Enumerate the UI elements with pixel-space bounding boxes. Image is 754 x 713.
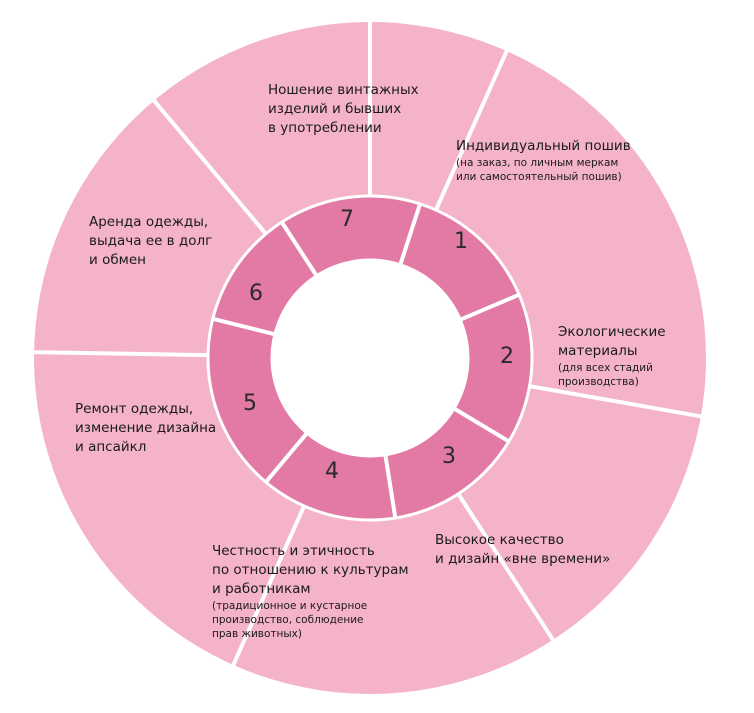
- segment-title-line: Индивидуальный пошив: [456, 138, 631, 154]
- segment-title-line: и апсайкл: [75, 439, 146, 455]
- outer-separator: [434, 46, 511, 211]
- segment-label-3: Высокое качество и дизайн «вне времени»: [435, 532, 610, 567]
- segment-title-line: по отношению к культурам: [212, 562, 409, 578]
- inner-separator: [383, 454, 398, 519]
- outer-separator: [529, 384, 706, 420]
- segment-note-line: прав животных): [212, 628, 302, 640]
- segment-number: 5: [243, 391, 257, 416]
- segment-number: 2: [500, 344, 514, 369]
- inner-separator: [398, 203, 422, 266]
- outer-separator: [229, 505, 306, 670]
- segment-number: 1: [454, 229, 468, 254]
- segment-title-line: изделий и бывших: [268, 101, 401, 117]
- segment-title-line: Высокое качество: [435, 532, 564, 548]
- segment-label-1: Индивидуальный пошив (на заказ, по личным…: [456, 138, 631, 183]
- segment-title-line: Аренда одежды,: [89, 214, 208, 230]
- segment-numbers: 1 2 3 4 5 6 7: [243, 207, 514, 484]
- outer-separator: [30, 350, 209, 358]
- inner-separator: [452, 406, 510, 444]
- inner-separator: [264, 431, 309, 484]
- segment-title-line: Ремонт одежды,: [75, 401, 193, 417]
- outer-separators: [30, 18, 706, 670]
- outer-separator: [149, 96, 268, 236]
- segment-label-6: Аренда одежды, выдача ее в долг и обмен: [89, 214, 212, 268]
- segment-title-line: материалы: [558, 343, 638, 359]
- segment-note-line: (традиционное и кустарное: [212, 600, 367, 612]
- segment-note-line: (для всех стадий: [558, 362, 653, 374]
- segment-note-line: производство, соблюдение: [212, 614, 364, 626]
- inner-separators: [212, 203, 520, 519]
- segment-number: 6: [249, 281, 263, 306]
- segment-title-line: Ношение винтажных: [268, 82, 419, 98]
- segment-label-4: Честность и этичность по отношению к куль…: [212, 543, 409, 640]
- segment-title-line: и дизайн «вне времени»: [435, 551, 610, 567]
- inner-separator: [212, 316, 276, 337]
- segment-title-line: изменение дизайна: [75, 420, 216, 436]
- segment-note-line: (на заказ, по личным меркам: [456, 157, 618, 169]
- inner-separator: [280, 221, 319, 277]
- segment-number: 3: [442, 444, 456, 469]
- segment-note-line: производства): [558, 376, 639, 388]
- segment-title-line: выдача ее в долг: [89, 233, 212, 249]
- center-hole: [270, 258, 470, 458]
- segment-title-line: Экологические: [558, 324, 666, 340]
- segment-title-line: и обмен: [89, 252, 146, 268]
- segment-label-5: Ремонт одежды, изменение дизайна и апсайкл: [75, 401, 216, 455]
- segment-label-2: Экологические материалы (для всех стадий пр…: [558, 324, 666, 388]
- segment-note-line: или самостоятельный пошив): [456, 171, 622, 183]
- segment-title-line: и работникам: [212, 581, 311, 597]
- segment-labels: Индивидуальный пошив (на заказ, по личным…: [75, 82, 666, 640]
- segment-number: 4: [325, 459, 339, 484]
- segment-number: 7: [340, 207, 354, 232]
- segment-label-7: Ношение винтажных изделий и бывших в употр…: [268, 82, 419, 136]
- segment-title-line: Честность и этичность: [212, 543, 375, 559]
- inner-separator: [459, 292, 520, 322]
- outer-separator: [456, 492, 557, 645]
- segment-title-line: в употреблении: [268, 120, 382, 136]
